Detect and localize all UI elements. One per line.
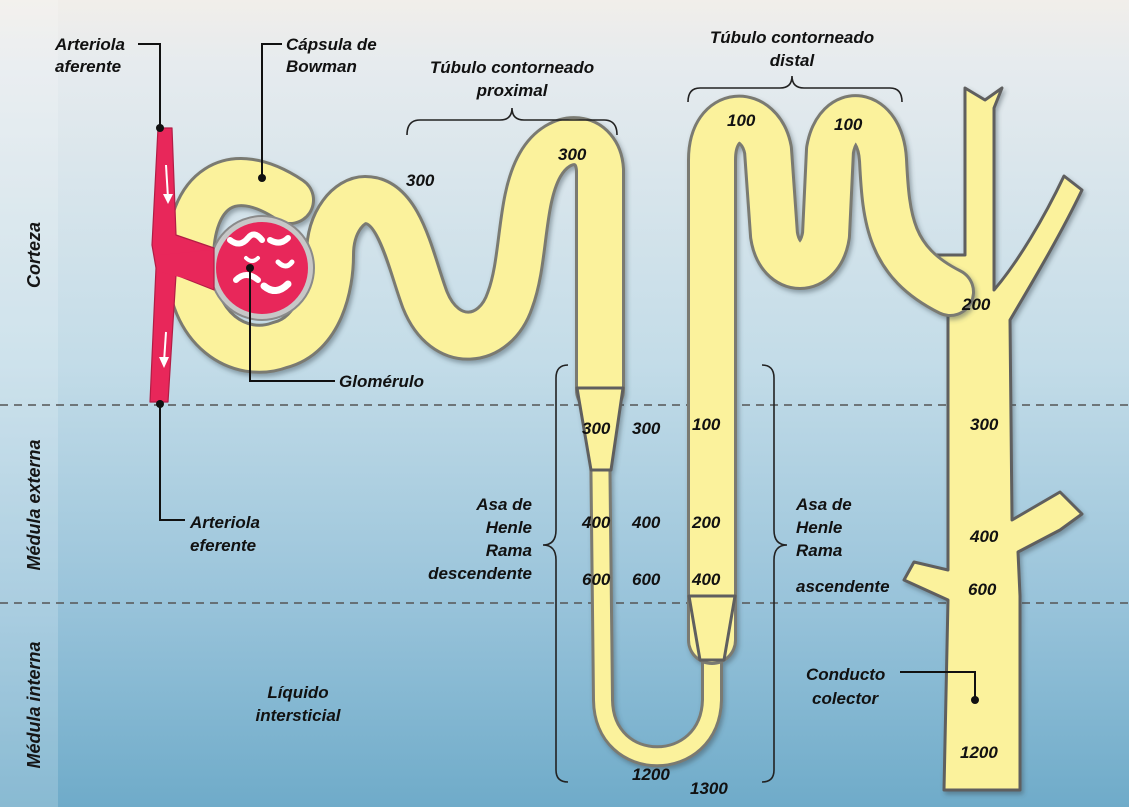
label-tubulo-proximal: proximal — [476, 81, 549, 100]
value-collector-bottom: 1200 — [960, 743, 998, 762]
label-arteriola-eferente: eferente — [190, 536, 256, 555]
label-arteriola-aferente: Arteriola — [54, 35, 125, 54]
value-asc-3: 400 — [691, 570, 721, 589]
label-liquido-intersticial: intersticial — [255, 706, 341, 725]
value-asc-2: 200 — [691, 513, 721, 532]
label-capsula-bowman: Cápsula de — [286, 35, 377, 54]
label-liquido-intersticial: Líquido — [267, 683, 328, 702]
value-loop-bottom-1: 1200 — [632, 765, 670, 784]
value-desc-inside-1: 300 — [582, 419, 611, 438]
label-asa-ascendente: Asa de — [795, 495, 852, 514]
label-capsula-bowman: Bowman — [286, 57, 357, 76]
glomerulus-capillaries — [210, 216, 314, 320]
label-tubulo-proximal: Túbulo contorneado — [430, 58, 594, 77]
value-desc-inside-2: 400 — [581, 513, 611, 532]
value-proximal-start: 300 — [406, 171, 435, 190]
value-asc-1: 100 — [692, 415, 721, 434]
label-conducto-colector: colector — [812, 689, 880, 708]
value-desc-outside-3: 600 — [632, 570, 661, 589]
label-arteriola-eferente: Arteriola — [189, 513, 260, 532]
zone-label-medula-interna: Médula interna — [24, 641, 44, 768]
label-arteriola-aferente: aferente — [55, 57, 121, 76]
label-glomerulo: Glomérulo — [339, 372, 424, 391]
label-asa-descendente: Henle — [486, 518, 532, 537]
value-distal-top-1: 100 — [727, 111, 756, 130]
label-tubulo-distal: Túbulo contorneado — [710, 28, 874, 47]
label-asa-ascendente: ascendente — [796, 577, 890, 596]
value-collector-cortex: 200 — [961, 295, 991, 314]
label-asa-descendente: descendente — [428, 564, 532, 583]
value-distal-top-2: 100 — [834, 115, 863, 134]
label-conducto-colector: Conducto — [806, 665, 885, 684]
label-tubulo-distal: distal — [770, 51, 816, 70]
value-collector-3: 600 — [968, 580, 997, 599]
value-loop-bottom-2: 1300 — [690, 779, 728, 798]
label-asa-descendente: Rama — [486, 541, 532, 560]
label-asa-ascendente: Rama — [796, 541, 842, 560]
label-asa-ascendente: Henle — [796, 518, 842, 537]
value-desc-inside-3: 600 — [582, 570, 611, 589]
value-collector-1: 300 — [970, 415, 999, 434]
zone-label-corteza: Corteza — [24, 222, 44, 288]
value-collector-2: 400 — [969, 527, 999, 546]
value-proximal-top: 300 — [558, 145, 587, 164]
zone-label-medula-externa: Médula externa — [24, 439, 44, 570]
label-asa-descendente: Asa de — [475, 495, 532, 514]
value-desc-outside-2: 400 — [631, 513, 661, 532]
value-desc-outside-1: 300 — [632, 419, 661, 438]
